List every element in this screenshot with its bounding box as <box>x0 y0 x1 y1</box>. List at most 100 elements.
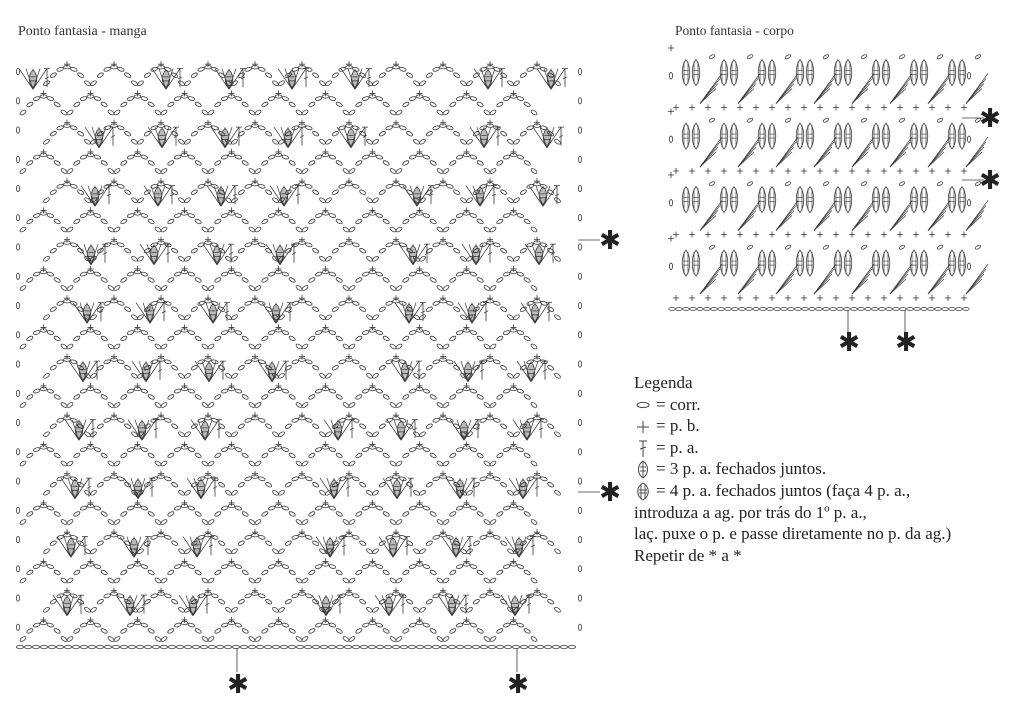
chain-stitch <box>43 372 50 379</box>
chain-stitch <box>399 476 407 482</box>
chain-stitch <box>355 101 363 108</box>
chain-stitch <box>746 54 754 60</box>
chain-stitch <box>272 138 279 145</box>
chain-stitch <box>244 67 252 72</box>
chain-stitch <box>231 372 238 379</box>
single-crochet <box>463 148 470 155</box>
chain-stitch <box>160 285 168 291</box>
dc-cluster <box>957 122 967 150</box>
chain-stitch <box>160 343 168 350</box>
chain-stitch <box>955 307 963 311</box>
single-crochet <box>228 499 235 506</box>
chain-stitch <box>578 214 583 222</box>
chain-stitch <box>60 402 68 408</box>
chain-stitch <box>120 569 128 576</box>
chain-stitch <box>526 476 534 482</box>
chain-stitch <box>301 577 309 584</box>
single-crochet <box>833 295 839 301</box>
chain-stitch <box>126 447 135 452</box>
repeat-markers: ✱✱✱✱✱✱✱✱ <box>227 104 1001 700</box>
chain-stitch <box>197 301 205 306</box>
chain-stitch <box>554 372 561 379</box>
single-crochet <box>87 616 94 623</box>
chain-stitch <box>131 431 138 438</box>
single-crochet <box>945 231 951 238</box>
chain-stitch <box>446 593 454 599</box>
chain-stitch <box>173 388 182 394</box>
chain-stitch <box>962 307 970 311</box>
chain-stitch <box>154 109 162 116</box>
double-crochet <box>82 536 88 556</box>
single-crochet <box>158 178 164 185</box>
chain-stitch <box>73 394 81 400</box>
chain-stitch <box>513 431 520 438</box>
chain-stitch <box>281 96 290 101</box>
chain-stitch <box>167 645 176 650</box>
single-crochet <box>416 148 423 155</box>
single-crochet <box>440 295 446 302</box>
single-crochet <box>897 231 903 238</box>
chain-stitch <box>496 628 504 634</box>
chain-stitch <box>220 505 229 511</box>
chain-stitch <box>314 271 323 277</box>
chain-stitch <box>507 489 514 496</box>
dc-cluster <box>833 58 843 87</box>
chain-stitch <box>367 645 376 650</box>
double-crochet <box>208 536 214 556</box>
single-crochet <box>673 295 679 301</box>
chain-stitch <box>147 569 155 576</box>
chain-stitch <box>43 314 50 321</box>
chain-stitch <box>402 101 410 108</box>
legend-note-line-2: laç. puxe o p. e passe diretamente no p.… <box>634 524 952 544</box>
chain-stitch <box>502 388 511 394</box>
single-crochet <box>158 236 164 243</box>
chain-stitch <box>207 519 215 525</box>
chain-stitch <box>455 213 464 218</box>
chain-stitch <box>746 181 754 187</box>
dc-cluster <box>843 185 853 214</box>
chain-stitch <box>502 564 511 569</box>
chain-stitch <box>359 131 367 137</box>
chain-stitch <box>295 226 303 233</box>
chain-stitch <box>419 606 426 613</box>
chain-stitch <box>472 189 480 195</box>
four-dc-cluster-icon <box>634 481 652 501</box>
chain-stitch <box>90 372 97 379</box>
chain-stitch <box>312 131 320 137</box>
chain-stitch <box>100 511 108 517</box>
chain-stitch <box>479 418 487 423</box>
chain-stitch <box>234 96 243 101</box>
single-crochet <box>440 119 446 126</box>
dc-cluster <box>881 122 891 150</box>
chain-stitch <box>32 213 41 218</box>
chain-stitch <box>103 359 111 365</box>
chain-stitch <box>244 184 252 189</box>
chain-stitch <box>215 645 224 650</box>
chain-stitch <box>425 72 433 78</box>
chain-stitch <box>460 138 467 145</box>
chain-stitch <box>312 248 320 254</box>
chain-stitch <box>568 645 577 650</box>
chain-stitch <box>530 636 538 642</box>
chain-stitch <box>288 101 296 108</box>
chain-stitch <box>288 569 296 576</box>
chain-stitch <box>422 271 431 277</box>
chain-stitch <box>49 540 57 546</box>
chain-stitch <box>167 569 175 576</box>
chain-stitch <box>46 505 55 511</box>
single-crochet <box>40 207 47 214</box>
single-crochet <box>785 295 791 301</box>
manga-bottom-marker-right: ✱ <box>507 670 529 700</box>
chain-stitch <box>201 109 209 116</box>
chain-stitch <box>225 606 232 613</box>
chain-stitch <box>26 511 34 517</box>
chain-stitch <box>173 271 182 277</box>
chain-stitch <box>26 394 34 400</box>
chain-stitch <box>355 628 363 634</box>
single-crochet <box>134 324 141 331</box>
chain-stitch <box>190 482 198 488</box>
chain-stitch <box>43 138 50 145</box>
chain-stitch <box>79 388 88 394</box>
chain-stitch <box>355 569 363 576</box>
chain-stitch <box>483 402 491 408</box>
